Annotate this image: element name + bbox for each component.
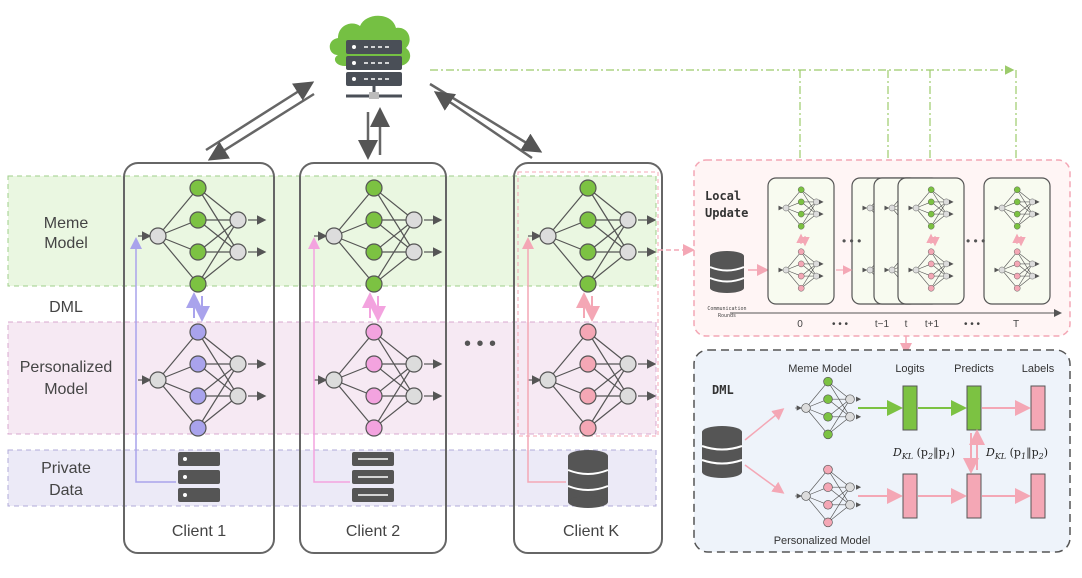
client-1-feed-line (130, 237, 176, 483)
client-2-personalized-network (314, 323, 443, 437)
communication-rounds-label-2: Rounds (718, 313, 736, 319)
local-round-T-card-meme-net (994, 186, 1040, 230)
svg-text:DKL (p2‖p1): DKL (p2‖p1) (892, 446, 955, 461)
client-2-label: Client 2 (346, 523, 400, 540)
dml-db-to-meme-arrow (744, 408, 785, 441)
timeline-tick-1: • • • (832, 319, 849, 330)
client-2-meme-network (314, 179, 443, 293)
kl-formula-2: DKL (p1‖p2) (985, 446, 1048, 461)
kl-formula-1: DKL (p2‖p1) (892, 446, 955, 461)
timeline-tick-5: • • • (964, 319, 981, 330)
dml-meme-model-label: Meme Model (788, 363, 852, 375)
svg-text:DKL (p1‖p2): DKL (p1‖p2) (985, 446, 1048, 461)
header-labels: Labels (1022, 363, 1055, 375)
dml-meme-network (795, 376, 862, 440)
meme-logits-bar (902, 385, 918, 431)
local-round-0-card (767, 177, 835, 305)
local-round-0-card-meme-net (778, 186, 824, 230)
dml-panel-title: DML (712, 383, 734, 397)
row-label-private-data-2: Data (49, 482, 83, 499)
client-k-feed-line (522, 237, 566, 483)
rounds-ellipsis-2: • • • (966, 234, 985, 248)
client-k-dashed-highlight (517, 171, 659, 437)
header-logits: Logits (895, 363, 925, 375)
server-client-arrows (205, 81, 543, 161)
private-data-band (7, 449, 657, 507)
local-update-title-2: Update (705, 206, 748, 220)
dml-flow-arrows (858, 400, 1031, 504)
client-1-data-icon (178, 452, 220, 502)
client-k-box (513, 162, 663, 554)
local-round-t-card (897, 177, 965, 305)
row-label-meme-model-2: Model (44, 235, 88, 252)
row-label-dml: DML (49, 299, 83, 316)
local-update-title: Local (705, 189, 741, 203)
rounds-ellipsis-1: • • • (842, 234, 861, 248)
timeline-tick-2: t−1 (875, 319, 890, 330)
communication-rounds-label: Communication (707, 306, 746, 312)
header-predicts: Predicts (954, 363, 994, 375)
client-1-meme-network (138, 179, 267, 293)
row-label-personalized-model: Personalized (20, 359, 113, 376)
local-round-0-card-personal-net (778, 248, 824, 292)
client-2-feed-line (308, 237, 350, 483)
timeline-tick-0: 0 (797, 319, 803, 330)
clients-ellipsis: • • • (464, 333, 496, 355)
timeline-tick-3: t (905, 319, 908, 330)
client-3-personalized-network (528, 323, 657, 437)
meme-labels-bar (1030, 385, 1046, 431)
dml-db-to-personalized-arrow (744, 464, 785, 494)
local-round-t-card-meme-net (908, 186, 954, 230)
client-2-data-icon (352, 452, 394, 502)
personal-predicts-bar (966, 473, 982, 519)
timeline-tick-6: T (1013, 319, 1019, 330)
local-round-t-card-personal-net (908, 248, 954, 292)
client-1-box (123, 162, 275, 554)
personal-logits-bar (902, 473, 918, 519)
local-round-T-card-personal-net (994, 248, 1040, 292)
client-2-box (299, 162, 447, 554)
dml-personalized-model-label: Personalized Model (774, 535, 871, 547)
client-k-label: Client K (563, 523, 619, 540)
dml-db-icon (701, 426, 743, 478)
client-1-label: Client 1 (172, 523, 226, 540)
row-label-private-data: Private (41, 460, 91, 477)
timeline-tick-4: t+1 (925, 319, 940, 330)
personal-labels-bar (1030, 473, 1046, 519)
server-to-rounds-lines (430, 65, 1021, 173)
dml-personalized-network (795, 464, 862, 528)
client-k-data-icon (567, 450, 609, 508)
meme-predicts-bar (966, 385, 982, 431)
local-round-T-card (983, 177, 1051, 305)
row-label-meme-model: Meme (44, 215, 89, 232)
server-icon (329, 15, 411, 99)
client-3-meme-network (528, 179, 657, 293)
client-1-personalized-network (138, 323, 267, 437)
local-update-db-icon (709, 251, 745, 293)
row-label-personalized-model-2: Model (44, 381, 88, 398)
